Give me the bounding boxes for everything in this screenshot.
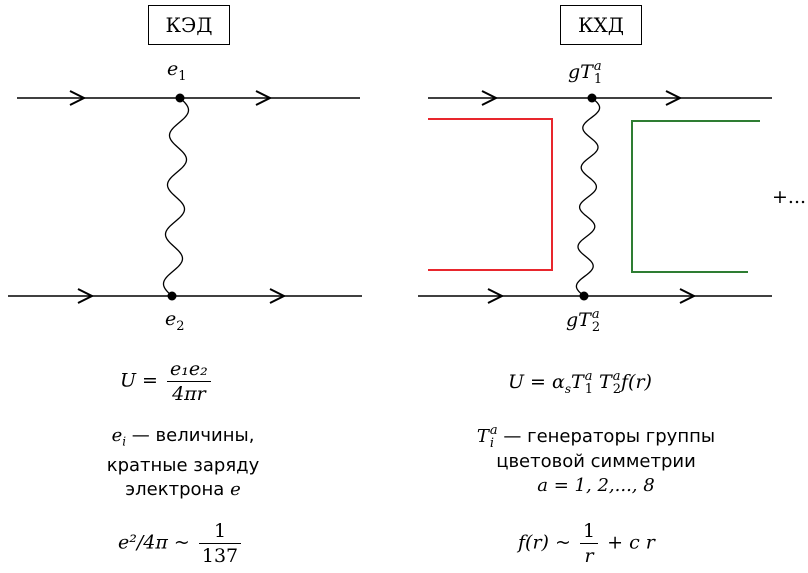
qed-description: ei — величины, кратные заряду электрона … xyxy=(106,425,260,500)
qed-arrow-bottom-right xyxy=(269,288,287,304)
qcd-arrow-top-right xyxy=(665,90,683,106)
qcd-arrow-bottom-left xyxy=(487,288,505,304)
qed-vertex-top xyxy=(175,93,185,103)
qcd-vertex-bottom xyxy=(579,291,589,301)
qcd-gluon-wavy-line xyxy=(575,97,601,297)
qcd-vertex-top xyxy=(587,93,597,103)
qcd-arrow-bottom-right xyxy=(679,288,697,304)
qed-box-label: КЭД xyxy=(148,5,230,45)
qed-photon-wavy-line xyxy=(162,97,190,297)
qed-arrow-bottom-left xyxy=(77,288,95,304)
qcd-box-label: КХД xyxy=(560,5,642,45)
qcd-red-color-line xyxy=(428,118,553,271)
qed-vertex-label-top: e1 xyxy=(167,58,187,84)
qed-arrow-top-right xyxy=(255,90,273,106)
qed-vertex-bottom xyxy=(167,291,177,301)
qcd-green-color-line xyxy=(631,120,760,273)
qed-arrow-top-left xyxy=(69,90,87,106)
qed-vertex-label-bottom: e2 xyxy=(165,308,185,334)
more-terms-ellipsis: +... xyxy=(772,186,807,208)
qcd-arrow-top-left xyxy=(481,90,499,106)
